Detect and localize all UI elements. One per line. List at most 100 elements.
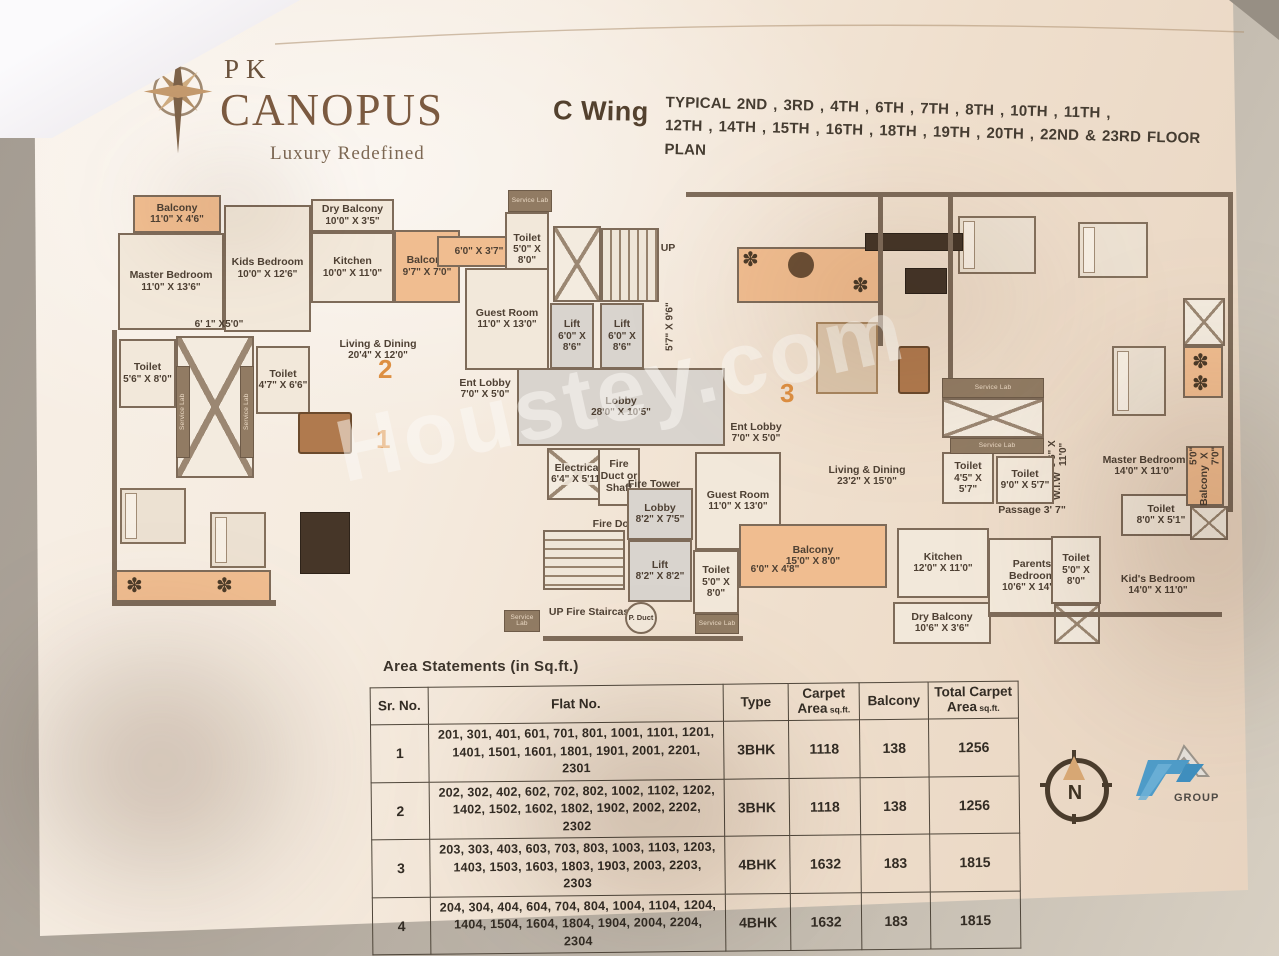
type-cell: 3BHK <box>723 720 790 779</box>
toilet-center-bottom-dims: 5'0" X 8'0" <box>702 576 730 599</box>
service-lab-right-band-2-label: Service Lab <box>978 441 1016 449</box>
balcony-left-upper-dims: 9'7" X 7'0" <box>402 266 452 278</box>
balcony-right-vert-label: Balcony <box>1198 464 1211 506</box>
toilet-right-4-label: Toilet <box>1011 467 1039 480</box>
toilet-right-2-label: Toilet <box>1147 502 1175 515</box>
column-header: Carpet Area sq.ft. <box>788 682 860 721</box>
balcony-cell: 183 <box>860 834 931 893</box>
balcony-round-table <box>788 252 814 278</box>
lift-3-label: Lift <box>651 558 669 571</box>
toilet-right-1-label: Toilet <box>1062 552 1090 565</box>
living-dining-right-label: Living & Dining <box>828 463 906 476</box>
toilet-left-2-label: Toilet <box>269 367 297 380</box>
sr-no-cell: 2 <box>371 781 430 840</box>
canopus-compass-logo-icon <box>143 48 213 154</box>
parents-bedroom-label: Parents Bedroom <box>1008 557 1056 582</box>
fire-tower-label: Fire Tower <box>626 470 682 500</box>
brand-initials: PK <box>224 54 273 84</box>
ent-lobby-left-label: Ent Lobby <box>459 376 511 389</box>
dry-balcony-right-dims: 10'6" X 3'6" <box>914 623 970 635</box>
lobby-main-dims: 28'0" X 10'5" <box>591 407 651 419</box>
dry-balcony-left-label: Dry Balcony <box>321 203 384 216</box>
column-header: Flat No. <box>428 684 724 725</box>
passage-left-dims-dims: 6' 1" X5'0" <box>194 318 244 330</box>
type-cell: 4BHK <box>724 835 791 894</box>
bed-pillow <box>1083 227 1095 273</box>
kids-bedroom-right-dims: 14'0" X 11'0" <box>1128 585 1188 597</box>
kitchen-right-label: Kitchen <box>923 550 963 563</box>
plant-icon: ✽ <box>852 275 869 297</box>
master-bedroom-right-dims: 14'0" X 11'0" <box>1114 466 1174 478</box>
stair-shaft-dims-dims: 5'7" X 9'6" <box>664 302 676 352</box>
compass-north-arrow <box>1063 756 1085 780</box>
balcony-cell: 183 <box>861 891 931 950</box>
toilet-right-1-dims: 5'0" X 8'0" <box>1062 564 1090 587</box>
guest-room-center-dims: 11'0" X 13'0" <box>477 319 537 331</box>
total-carpet-area-cell: 1256 <box>929 775 1020 835</box>
guest-room-right-label: Guest Room <box>706 488 770 501</box>
column-header-unit: sq.ft. <box>976 702 1000 714</box>
lift-2-dims: 6'0" X 8'6" <box>608 330 636 353</box>
master-bedroom-left-label: Master Bedroom <box>129 269 213 282</box>
kids-bedroom-left-dims: 10'0" X 12'6" <box>237 268 298 280</box>
toilet-right-3-label: Toilet <box>954 460 982 473</box>
living-dining-right-dims: 23'2" X 15'0" <box>837 476 897 488</box>
wall-segment <box>543 636 743 641</box>
bed <box>1112 346 1166 416</box>
lobby-fire-dims: 8'2" X 7'5" <box>635 514 685 526</box>
sr-no-cell: 1 <box>370 724 430 783</box>
toilet-center-top-label: Toilet <box>513 231 541 244</box>
lift-1-label: Lift <box>563 318 581 331</box>
bed-pillow <box>963 221 975 269</box>
north-compass-icon: N <box>1040 748 1112 824</box>
column-header: Sr. No. <box>370 687 429 725</box>
ent-lobby-right-dims: 7'0" X 5'0" <box>731 433 781 445</box>
compass-tick <box>1102 783 1112 787</box>
lobby-main-label: Lobby <box>605 394 637 407</box>
type-cell: 4BHK <box>725 893 791 952</box>
compass-tick <box>1072 750 1076 760</box>
lobby-fire-label: Lobby <box>644 501 676 514</box>
living-dining-left-dims: 20'4" X 12'0" <box>348 350 408 362</box>
toilet-right-4-dims: 9'0" X 5'7" <box>1000 480 1050 492</box>
total-carpet-area-cell: 1256 <box>928 718 1020 777</box>
service-lab-bottom-band-2: Service Lab <box>695 614 739 634</box>
service-duct-left <box>176 336 254 478</box>
wall-segment <box>112 330 117 606</box>
sr-no-cell: 4 <box>372 896 431 955</box>
dry-balcony-right-label: Dry Balcony <box>911 610 973 623</box>
floor-list: TYPICAL 2ND , 3RD , 4TH , 6TH , 7TH , 8T… <box>664 91 1244 175</box>
guest-room-center-label: Guest Room <box>475 306 539 319</box>
balcony-right-plants <box>1183 346 1223 398</box>
dining-table <box>298 412 352 454</box>
plant-icon: ✽ <box>742 249 759 271</box>
carpet-area-cell: 1118 <box>789 777 861 836</box>
duct-right <box>942 398 1044 438</box>
column-header: Type <box>723 683 789 722</box>
dry-balcony-left-dims: 10'0" X 3'5" <box>325 215 380 227</box>
unit-number-3: 3 <box>780 378 795 408</box>
toilet-left-1-label: Toilet <box>133 361 162 374</box>
p-duct: P. Duct <box>625 602 657 634</box>
wall-segment <box>878 196 883 346</box>
electrical-room-dims: 6'4" X 5'11" <box>551 474 605 486</box>
total-carpet-area-cell: 1815 <box>930 890 1021 950</box>
flat-no-cell: 201, 301, 401, 601, 701, 801, 1001, 1101… <box>428 721 725 782</box>
balcony-main-right-label: Balcony <box>792 543 834 556</box>
balcony-right-vert-dims: 5'0" X 7'0" <box>1188 446 1222 465</box>
unit-number-2: 2 <box>378 354 393 384</box>
kitchen-counter <box>300 512 350 574</box>
guest-room-right-dims: 11'0" X 13'0" <box>708 501 768 513</box>
